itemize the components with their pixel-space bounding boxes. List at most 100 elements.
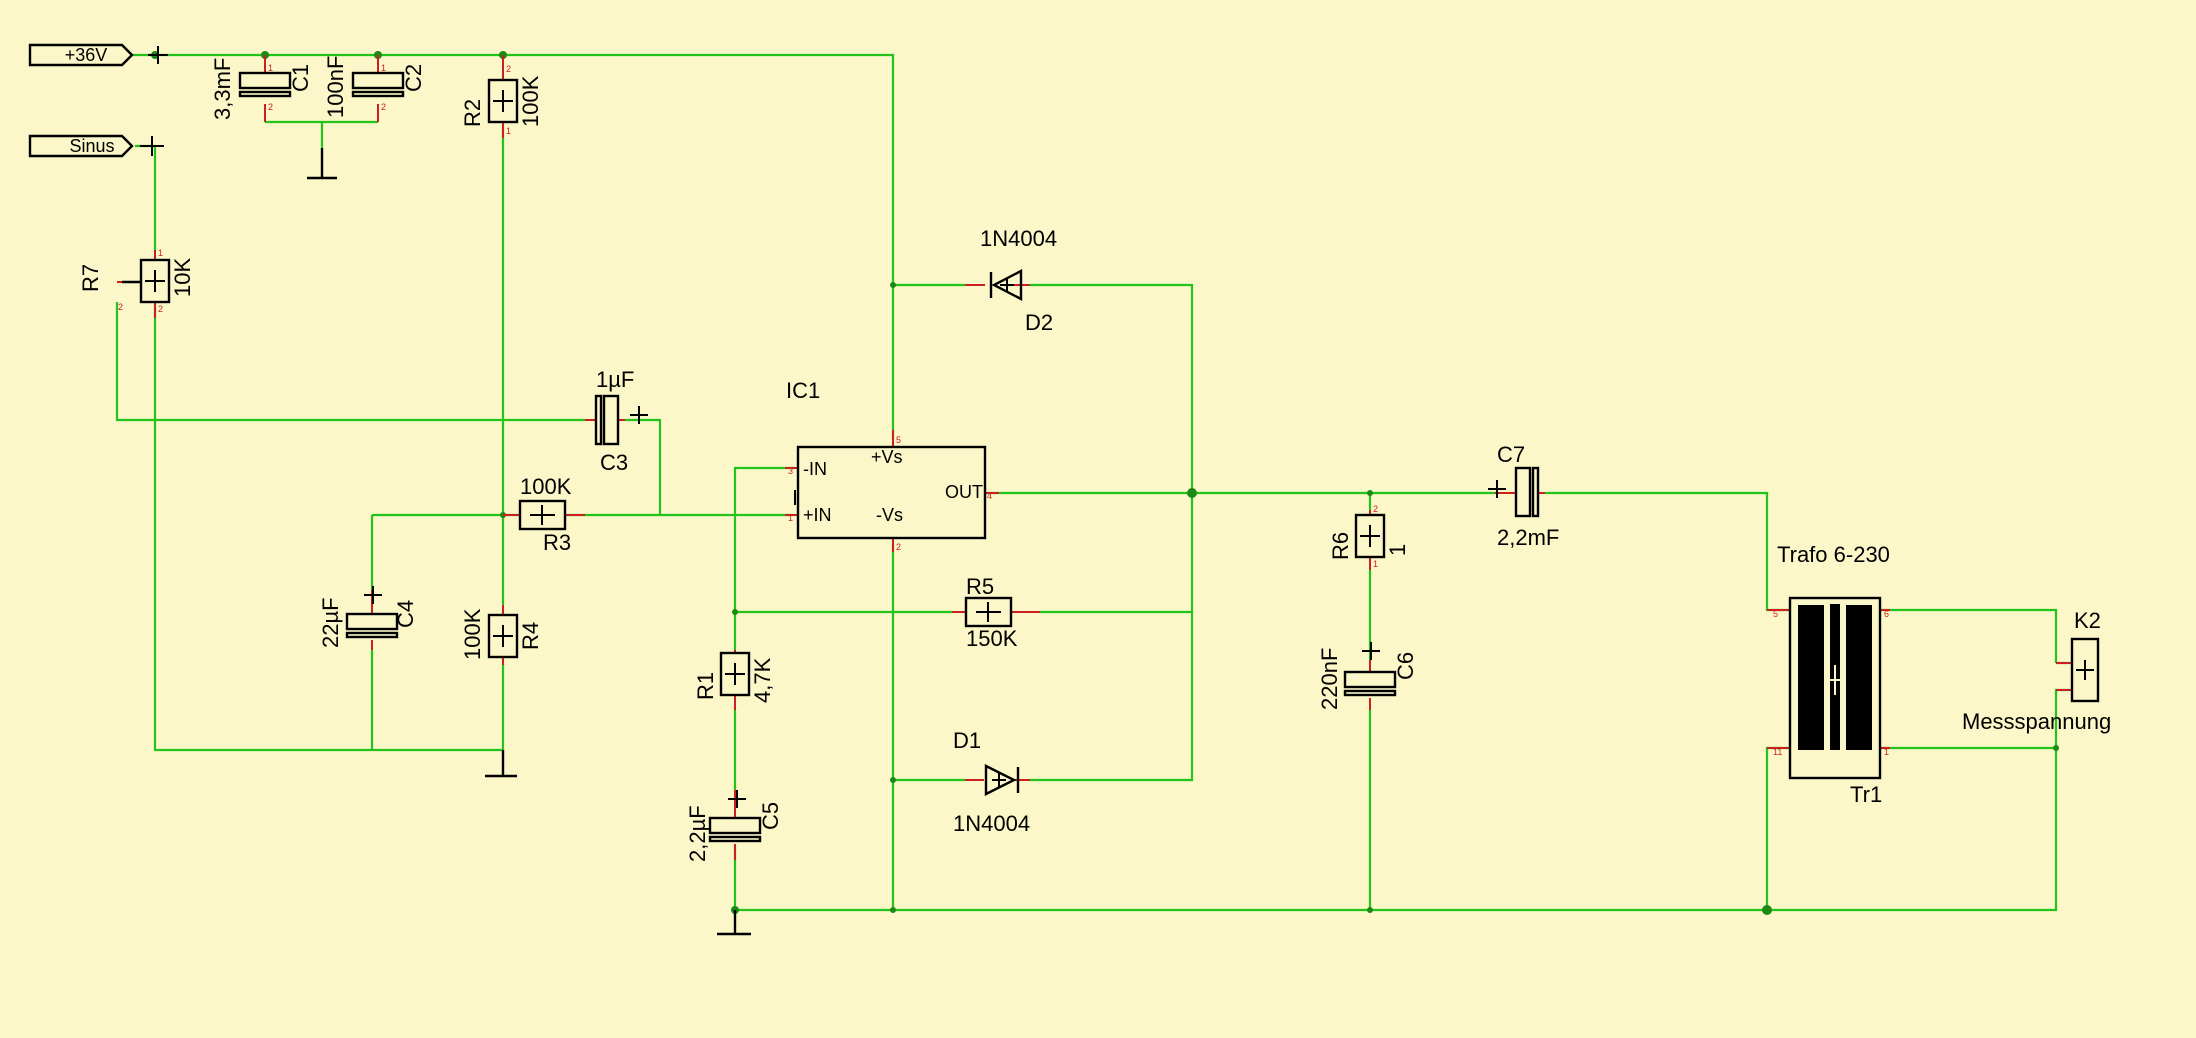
ic1-pin-inm: -IN (803, 459, 827, 479)
opamp-ic1[interactable]: -IN +IN +Vs -Vs OUT IC1 (785, 378, 999, 552)
c2-ref: C2 (401, 64, 426, 92)
junctions (151, 51, 2059, 915)
r1-value: 4,7K (750, 657, 775, 703)
ic1-pin-vsp: +Vs (871, 447, 903, 467)
r7-ref: R7 (78, 264, 103, 292)
c1-value: 3,3mF (210, 58, 235, 120)
connector-k2[interactable]: K2 Messspannung (1962, 608, 2111, 734)
ground-symbol (485, 750, 517, 778)
c7-ref: C7 (1497, 442, 1525, 467)
svg-text:2: 2 (896, 542, 901, 552)
svg-text:4: 4 (987, 491, 992, 501)
resistor-r6[interactable]: R6 1 (1328, 510, 1410, 570)
svg-text:1: 1 (1884, 747, 1889, 757)
junction-dot (890, 282, 896, 288)
d2-value: 1N4004 (980, 226, 1057, 251)
transformer-tr1[interactable]: Trafo 6-230 Tr1 (1767, 542, 1890, 807)
capacitor-c6[interactable]: 220nF C6 (1317, 642, 1418, 710)
svg-text:2: 2 (118, 302, 123, 312)
d1-value: 1N4004 (953, 811, 1030, 836)
svg-text:5: 5 (896, 435, 901, 445)
k2-value: Messspannung (1962, 709, 2111, 734)
junction-dot (1762, 905, 1772, 915)
r3-ref: R3 (543, 530, 571, 555)
junction-dot (1367, 907, 1373, 913)
r2-ref: R2 (460, 99, 485, 127)
svg-text:1: 1 (788, 513, 793, 523)
port-sinus-label: Sinus (69, 136, 114, 156)
svg-text:1: 1 (268, 63, 273, 73)
svg-text:1: 1 (1373, 559, 1378, 569)
c3-value: 1µF (596, 367, 634, 392)
tr1-ref: Tr1 (1850, 782, 1882, 807)
diode-d1[interactable]: D1 1N4004 (953, 728, 1030, 836)
r4-ref: R4 (518, 622, 543, 650)
svg-text:2: 2 (1373, 504, 1378, 514)
svg-text:2: 2 (506, 64, 511, 74)
capacitor-c4[interactable]: 22µF C4 (318, 586, 418, 650)
port-vcc[interactable]: +36V (28, 43, 168, 67)
tr1-value: Trafo 6-230 (1777, 542, 1890, 567)
svg-text:5: 5 (1773, 609, 1778, 619)
d1-ref: D1 (953, 728, 981, 753)
r4-value: 100K (460, 608, 485, 660)
k2-ref: K2 (2074, 608, 2101, 633)
capacitor-c7[interactable]: C7 2,2mF (1488, 442, 1559, 550)
c1-ref: C1 (288, 64, 313, 92)
svg-text:11: 11 (1773, 747, 1782, 757)
svg-text:1: 1 (506, 126, 511, 136)
capacitor-c1[interactable]: 3,3mF C1 (210, 55, 313, 122)
c6-ref: C6 (1393, 652, 1418, 680)
svg-text:6: 6 (1884, 609, 1889, 619)
r7-value: 10K (170, 258, 195, 297)
r6-ref: R6 (1328, 532, 1353, 560)
ic1-pin-inp: +IN (803, 505, 832, 525)
resistor-r4[interactable]: 100K R4 (460, 605, 543, 665)
ground-symbol (307, 148, 337, 180)
c3-ref: C3 (600, 450, 628, 475)
c5-ref: C5 (758, 802, 783, 830)
diode-d2[interactable]: 1N4004 D2 (965, 226, 1057, 335)
svg-text:2: 2 (268, 102, 273, 112)
r6-value: 1 (1385, 544, 1410, 556)
junction-dot (1187, 488, 1197, 498)
junction-dot (732, 609, 738, 615)
junction-dot (2053, 745, 2059, 751)
resistor-r2[interactable]: R2 100K (460, 55, 543, 138)
resistor-r3[interactable]: 100K R3 (503, 474, 585, 555)
svg-text:2: 2 (381, 102, 386, 112)
c6-value: 220nF (1317, 648, 1342, 710)
c4-ref: C4 (393, 600, 418, 628)
r5-value: 150K (966, 626, 1018, 651)
ic1-ref: IC1 (786, 378, 820, 403)
capacitor-c3[interactable]: 1µF C3 (585, 367, 648, 475)
c7-value: 2,2mF (1497, 525, 1559, 550)
r2-value: 100K (518, 75, 543, 127)
svg-text:3: 3 (788, 466, 793, 476)
r3-value: 100K (520, 474, 572, 499)
c5-value: 2,2µF (685, 805, 710, 862)
junction-dot (890, 907, 896, 913)
svg-text:1: 1 (381, 63, 386, 73)
d2-ref: D2 (1025, 310, 1053, 335)
ic1-pin-out: OUT (945, 482, 983, 502)
ic1-pin-vsm: -Vs (876, 505, 903, 525)
svg-text:1: 1 (158, 248, 163, 258)
capacitor-c5[interactable]: 2,2µF C5 (685, 790, 783, 862)
potentiometer-r7[interactable]: R7 10K (78, 250, 195, 318)
resistor-r5[interactable]: R5 150K (952, 574, 1040, 651)
wires (115, 53, 2070, 912)
r1-ref: R1 (693, 672, 718, 700)
port-sinus[interactable]: Sinus (28, 134, 164, 158)
port-vcc-label: +36V (65, 45, 108, 65)
capacitor-c2[interactable]: 100nF C2 (323, 55, 426, 122)
resistor-r1[interactable]: R1 4,7K (693, 650, 775, 710)
c4-value: 22µF (318, 597, 343, 648)
junction-dot (1367, 490, 1373, 496)
ground-symbol (717, 910, 751, 936)
svg-text:2: 2 (158, 304, 163, 314)
c2-value: 100nF (323, 56, 348, 118)
junction-dot (890, 777, 896, 783)
